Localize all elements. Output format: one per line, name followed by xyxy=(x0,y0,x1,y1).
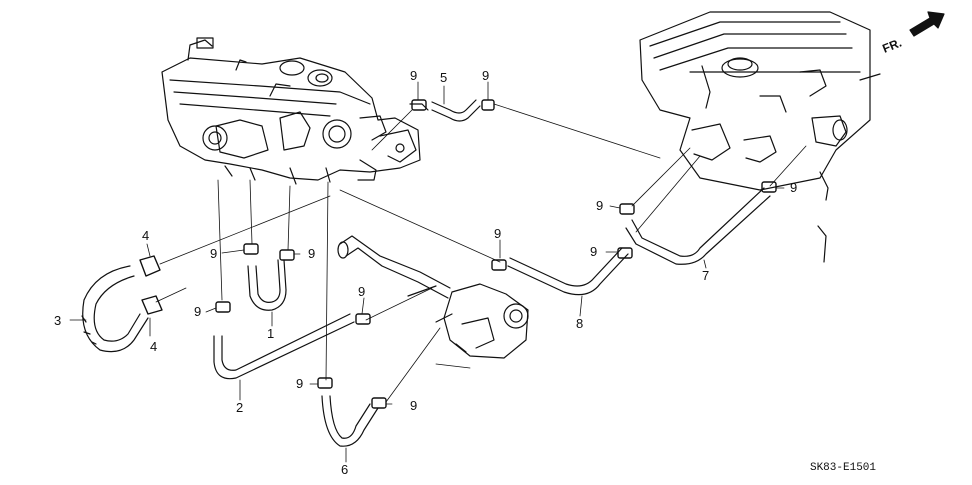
hose-8 xyxy=(507,247,629,296)
callout-6: 6 xyxy=(341,462,348,477)
callout-9-a: 9 xyxy=(410,68,417,83)
callout-7: 7 xyxy=(702,268,709,283)
routing-lines xyxy=(155,103,807,403)
callout-1: 1 xyxy=(267,326,274,341)
callout-9-k: 9 xyxy=(596,198,603,213)
hose-1 xyxy=(247,259,287,311)
front-direction-arrow xyxy=(909,11,945,37)
callout-8: 8 xyxy=(576,316,583,331)
callout-3: 3 xyxy=(54,313,61,328)
hose-5 xyxy=(431,99,481,122)
callout-9-f: 9 xyxy=(358,284,365,299)
hose-2 xyxy=(213,313,355,380)
front-direction-label: FR. xyxy=(880,36,903,56)
callout-9-d: 9 xyxy=(308,246,315,261)
hose-clips xyxy=(215,99,777,409)
callout-4-lower: 4 xyxy=(150,339,157,354)
callout-2: 2 xyxy=(236,400,243,415)
callout-9-i: 9 xyxy=(494,226,501,241)
callout-9-h: 9 xyxy=(410,398,417,413)
callout-leaders xyxy=(69,81,785,463)
hose-3 xyxy=(81,265,149,353)
callout-5: 5 xyxy=(440,70,447,85)
thermostat-housing xyxy=(435,283,529,359)
callout-9-e: 9 xyxy=(194,304,201,319)
callout-9-b: 9 xyxy=(482,68,489,83)
hose-6 xyxy=(321,395,379,447)
diagram-code: SK83-E1501 xyxy=(810,462,876,474)
water-passage-pipe xyxy=(337,235,451,299)
callout-9-j: 9 xyxy=(590,244,597,259)
callout-9-l: 9 xyxy=(790,180,797,195)
engine-block xyxy=(639,11,881,263)
callout-9-c: 9 xyxy=(210,246,217,261)
callout-4-upper: 4 xyxy=(142,228,149,243)
intake-manifold-assembly xyxy=(161,37,429,185)
hose-7 xyxy=(625,187,771,265)
callout-9-g: 9 xyxy=(296,376,303,391)
hose-clamps xyxy=(139,255,163,315)
